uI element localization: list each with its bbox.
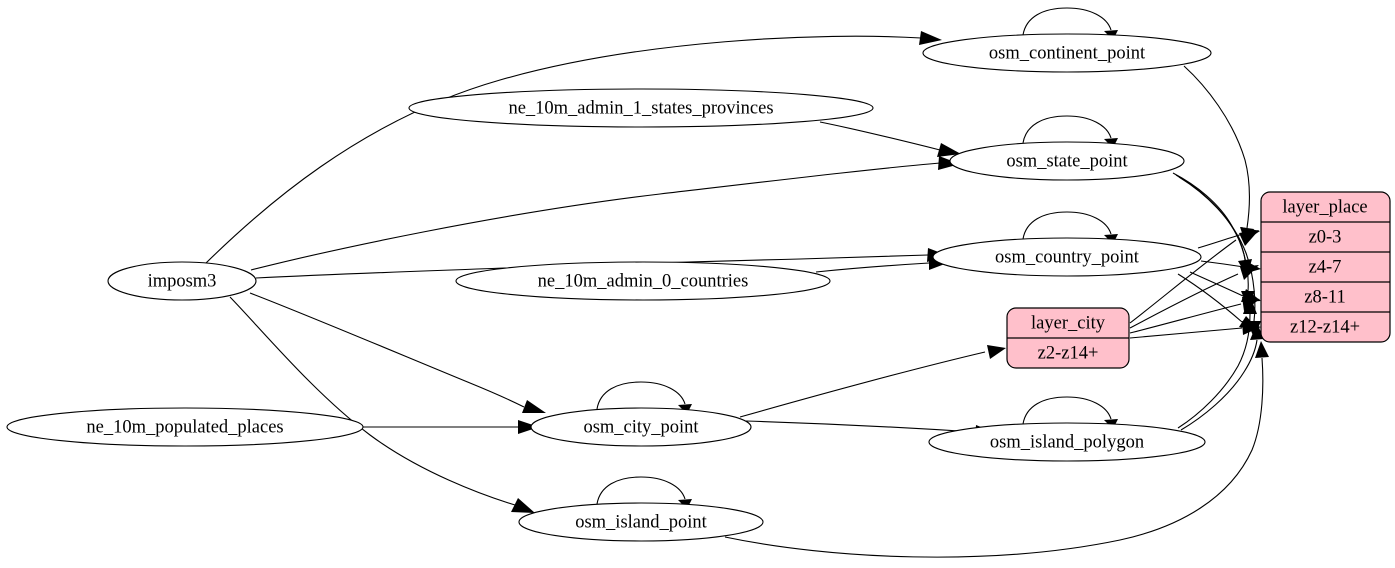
- arrowhead-icon: [1250, 323, 1264, 340]
- node-osm_island_polygon[interactable]: osm_island_polygon: [928, 422, 1206, 462]
- edge-ne_countries-to-osm_country_point: [815, 262, 930, 273]
- edge-osm_state_point-to-layer_place-z8-11: [1175, 174, 1249, 292]
- arrowhead-icon: [1255, 341, 1269, 358]
- self-loop-osm_island_polygon: [1022, 396, 1112, 425]
- edge-layer_city-to-layer_place-z4-7: [1129, 273, 1239, 329]
- node-shape[interactable]: [932, 237, 1202, 277]
- node-shape[interactable]: [922, 33, 1212, 73]
- record-node-layer: layer_place z0-3 z4-7 z8-11 z12-z14+ lay…: [1006, 191, 1391, 369]
- edge-imposm3-to-osm_continent_point: [204, 35, 922, 265]
- arrowhead-icon: [522, 400, 546, 413]
- node-imposm3[interactable]: imposm3: [107, 261, 257, 301]
- edge-osm_island_polygon-to-layer_place-z12-z14+: [1180, 339, 1258, 431]
- arrowhead-icon: [518, 420, 539, 434]
- node-label: osm_island_point: [575, 512, 707, 532]
- edge-layer_city-to-layer_place-z0-3: [1129, 239, 1237, 324]
- layer_place-row-z12-z14plus[interactable]: z12-z14+: [1290, 317, 1360, 337]
- edge-ne_states-to-osm_state_point: [819, 121, 941, 151]
- node-label: ne_10m_populated_places: [86, 417, 283, 437]
- node-shape[interactable]: [408, 88, 874, 128]
- node-label: osm_city_point: [583, 417, 699, 437]
- edge-osm_state_point-to-layer_place-z4-7: [1172, 172, 1246, 261]
- edge-imposm3-to-osm_city_point: [249, 292, 525, 408]
- layer_city-title: layer_city: [1031, 313, 1106, 333]
- edge-osm_country_point-to-layer_place-z12-z14+: [1177, 273, 1243, 323]
- edge-osm_island_polygon-to-layer_place-z8-11: [1177, 313, 1251, 429]
- arrowhead-icon: [987, 345, 1006, 359]
- node-layer_place[interactable]: layer_place z0-3 z4-7 z8-11 z12-z14+: [1260, 191, 1391, 343]
- node-shape[interactable]: [107, 261, 257, 301]
- node-ne_10m_admin_1_states_provinces[interactable]: ne_10m_admin_1_states_provinces: [408, 88, 874, 128]
- arrowhead-icon: [919, 31, 942, 45]
- layer_place-row-z4-7[interactable]: z4-7: [1309, 257, 1342, 277]
- node-label: osm_continent_point: [989, 43, 1146, 63]
- node-shape[interactable]: [455, 261, 831, 301]
- node-layer_city[interactable]: layer_city z2-z14+: [1006, 307, 1130, 369]
- node-shape[interactable]: [518, 502, 764, 542]
- edge-layer_city-to-layer_place-z8-11: [1129, 303, 1242, 334]
- arrowhead-icon: [1239, 230, 1259, 246]
- node-ne_10m_populated_places[interactable]: ne_10m_populated_places: [6, 407, 364, 447]
- node-shape[interactable]: [530, 407, 752, 447]
- self-loop-osm_state_point: [1022, 115, 1112, 144]
- edge-osm_country_point-to-layer_place-z8-11: [1189, 271, 1244, 297]
- edge-osm_city_point-to-layer_city-z2-z14+: [739, 351, 986, 418]
- node-label: osm_country_point: [995, 247, 1140, 267]
- arrowhead-icon: [1243, 296, 1257, 314]
- node-shape[interactable]: [6, 407, 364, 447]
- edge-osm_country_point-to-layer_place-z4-7: [1200, 260, 1245, 268]
- node-label: imposm3: [148, 271, 217, 291]
- edge-osm_country_point-to-layer_place-z0-3: [1197, 233, 1244, 249]
- node-ne_10m_admin_0_countries[interactable]: ne_10m_admin_0_countries: [455, 261, 831, 301]
- layer_place-row-z0-3[interactable]: z0-3: [1309, 227, 1342, 247]
- edge-layer_city-to-layer_place-z12-z14+: [1129, 327, 1243, 339]
- node-osm_island_point[interactable]: osm_island_point: [518, 502, 764, 542]
- arrowhead-icon: [1240, 265, 1259, 280]
- edge-imposm3-to-osm_island_point: [229, 296, 516, 506]
- layer_place-row-z8-11[interactable]: z8-11: [1304, 287, 1345, 307]
- arrowhead-icon: [511, 498, 535, 513]
- self-loop-osm_island_point: [596, 476, 686, 505]
- arrowhead-icon: [938, 156, 960, 170]
- node-osm_state_point[interactable]: osm_state_point: [949, 141, 1185, 181]
- edge-osm_island_point-to-layer_place-z12-z14+: [724, 357, 1264, 558]
- node-osm_country_point[interactable]: osm_country_point: [932, 237, 1202, 277]
- node-label: osm_state_point: [1006, 151, 1128, 171]
- node-label: osm_island_polygon: [990, 432, 1144, 452]
- self-loop-osm_continent_point: [1022, 7, 1112, 36]
- node-layer: imposm3 ne_10m_admin_1_states_provinces …: [6, 33, 1212, 542]
- node-osm_continent_point[interactable]: osm_continent_point: [922, 33, 1212, 73]
- self-loop-osm_country_point: [1022, 211, 1112, 240]
- node-shape[interactable]: [928, 422, 1206, 462]
- arrowhead-icon: [937, 143, 961, 157]
- layer_city-row-z2-z14plus[interactable]: z2-z14+: [1038, 343, 1099, 363]
- layer_place-box[interactable]: [1260, 191, 1391, 343]
- node-label: ne_10m_admin_1_states_provinces: [508, 98, 773, 118]
- node-shape[interactable]: [949, 141, 1185, 181]
- node-label: ne_10m_admin_0_countries: [538, 271, 749, 291]
- self-loop-osm_city_point: [596, 381, 686, 410]
- layer_place-title: layer_place: [1282, 197, 1367, 217]
- edge-imposm3-to-osm_state_point: [250, 162, 941, 271]
- node-osm_city_point[interactable]: osm_city_point: [530, 407, 752, 447]
- edge-osm_continent_point-to-layer_place-z0-3: [1183, 65, 1250, 229]
- edge-osm_city_point-to-osm_island_polygon: [745, 420, 976, 433]
- arrowhead-icon: [1242, 321, 1261, 335]
